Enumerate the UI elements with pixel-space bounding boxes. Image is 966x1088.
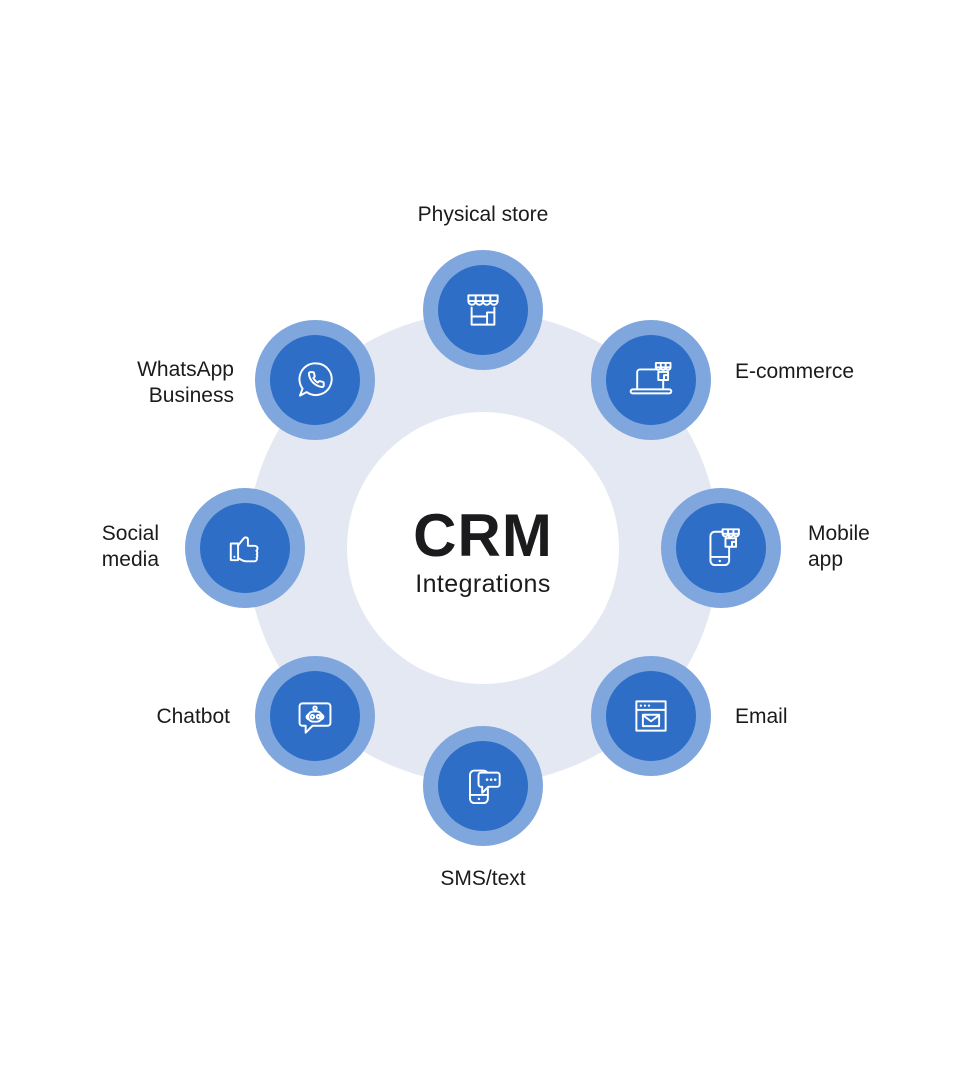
node-inner-circle <box>270 335 360 425</box>
whatsapp-icon <box>298 362 333 397</box>
node-email <box>591 656 711 776</box>
browser-envelope-icon <box>635 700 667 732</box>
center-title: CRM <box>413 501 553 569</box>
smartphone-store-icon <box>709 528 740 567</box>
label-social-media: Social media <box>101 522 159 571</box>
laptop-store-icon <box>629 361 673 395</box>
smartphone-chat-icon <box>469 769 501 805</box>
node-whatsapp-business <box>255 320 375 440</box>
node-e-commerce <box>591 320 711 440</box>
node-chatbot <box>255 656 375 776</box>
node-inner-circle <box>270 671 360 761</box>
label-mobile-app: Mobile app <box>808 522 870 571</box>
label-whatsapp-business: WhatsApp Business <box>137 358 234 407</box>
node-sms-text <box>423 726 543 846</box>
node-physical-store <box>423 250 543 370</box>
label-physical-store: Physical store <box>417 203 549 226</box>
node-mobile-app <box>661 488 781 608</box>
thumbs-up-icon <box>229 536 259 563</box>
node-inner-circle <box>438 741 528 831</box>
storefront-icon <box>467 294 499 326</box>
center-subtitle: Integrations <box>415 570 551 599</box>
node-social-media <box>185 488 305 608</box>
node-inner-circle <box>438 265 528 355</box>
label-sms-text: SMS/text <box>440 867 526 890</box>
label-email: Email <box>735 705 788 728</box>
label-e-commerce: E-commerce <box>735 360 855 383</box>
node-inner-circle <box>606 671 696 761</box>
node-inner-circle <box>200 503 290 593</box>
node-inner-circle <box>606 335 696 425</box>
center-title-group: CRM Integrations <box>413 505 553 599</box>
chatbot-bubble-icon <box>298 702 332 734</box>
integration-ring-hole <box>347 412 619 684</box>
node-inner-circle <box>676 503 766 593</box>
label-chatbot: Chatbot <box>156 705 230 728</box>
